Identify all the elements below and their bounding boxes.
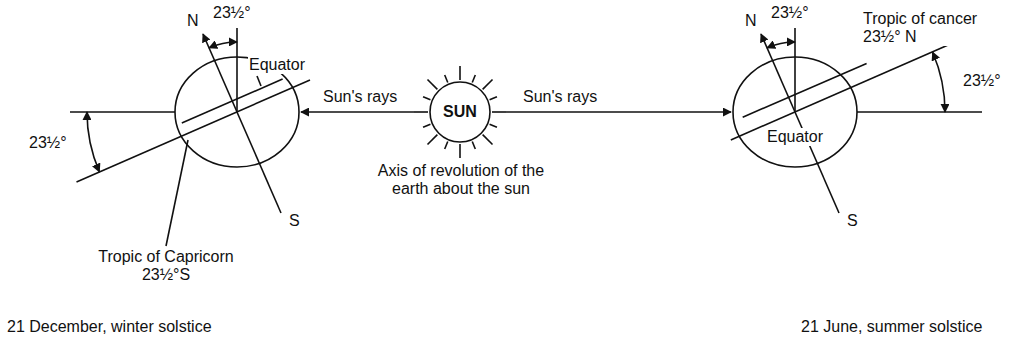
sun-spikes — [414, 66, 506, 158]
sun-spike — [490, 124, 497, 127]
horizontal-reference — [70, 111, 175, 113]
sun-spike — [459, 144, 461, 158]
axis-note: Axis of revolution of the earth about th… — [360, 162, 562, 198]
sun-spike — [423, 124, 430, 127]
equator-label: Equator — [766, 128, 824, 146]
pole-letter: N — [744, 12, 758, 30]
sun-spike — [445, 75, 448, 82]
equator-label: Equator — [248, 56, 306, 74]
angle-value: 23½° — [28, 134, 68, 152]
sun-label: SUN — [428, 80, 492, 144]
sun-ray-arrow — [506, 111, 731, 113]
sun-spike — [423, 97, 430, 100]
equator-line — [182, 79, 283, 123]
angle-arc — [209, 42, 237, 48]
sun-spike — [472, 75, 475, 82]
pole-letter: S — [846, 212, 859, 230]
sun-spike — [492, 111, 506, 113]
tropic-label: Tropic of Capricorn 23½°S — [95, 248, 237, 284]
equator-line — [731, 42, 955, 140]
angle-value: 23½° — [770, 4, 810, 22]
date-caption: 21 December, winter solstice — [6, 318, 213, 336]
leader-line — [166, 140, 188, 246]
angle-arc — [933, 52, 945, 112]
angle-value: 23½° — [212, 4, 252, 22]
vertical-reference — [794, 28, 796, 112]
earth-axis — [761, 34, 795, 112]
sun-spike — [445, 142, 448, 149]
sun-circle: SUN — [428, 80, 492, 144]
angle-arc — [87, 112, 99, 172]
sun-ray-arrow — [301, 111, 414, 113]
pole-letter: N — [186, 12, 200, 30]
pole-letter: S — [288, 212, 301, 230]
tropic-line — [743, 63, 867, 117]
angle-arc — [767, 42, 795, 48]
tropic-line — [77, 80, 311, 182]
date-caption: 21 June, summer solstice — [800, 318, 983, 336]
sun-spike — [483, 79, 493, 89]
sun-spike — [459, 66, 461, 80]
sun-spike — [414, 111, 428, 113]
rays-label: Sun's rays — [322, 88, 398, 106]
sun-spike — [427, 135, 437, 145]
rays-label: Sun's rays — [522, 88, 598, 106]
leader-line — [257, 76, 261, 86]
earth-axis — [237, 112, 281, 213]
tropic-label: Tropic of cancer 23½° N — [862, 10, 989, 46]
sun-spike — [483, 135, 493, 145]
horizontal-reference — [857, 111, 982, 113]
sun-spike — [490, 97, 497, 100]
angle-value: 23½° — [962, 72, 1002, 90]
sun-spike — [427, 79, 437, 89]
sun-spike — [472, 142, 475, 149]
